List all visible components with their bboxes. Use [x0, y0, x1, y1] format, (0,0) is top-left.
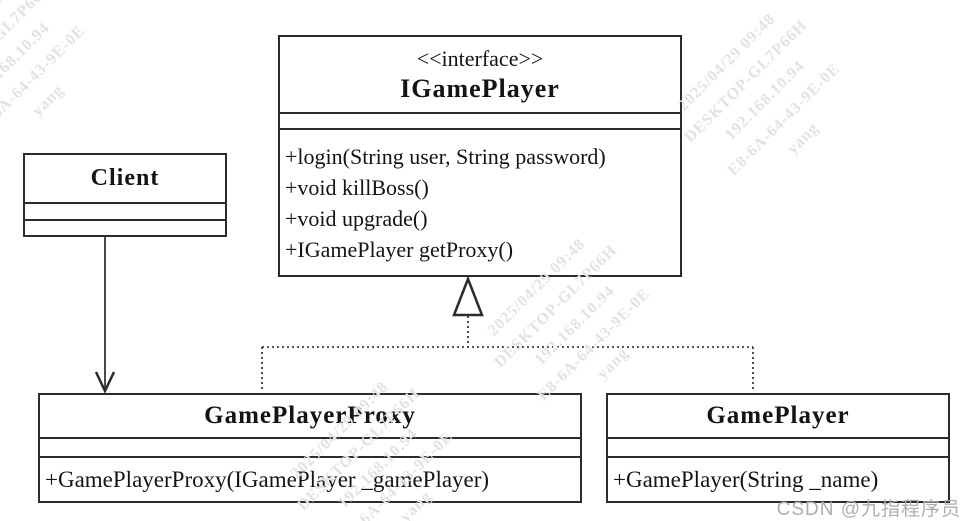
stereotype-label: <<interface>>: [416, 46, 544, 71]
attributes-compartment: [280, 114, 680, 130]
methods-compartment: +GamePlayer(String _name): [608, 458, 948, 500]
class-header: <<interface>> IGamePlayer: [280, 37, 680, 114]
class-name: IGamePlayer: [400, 74, 560, 103]
methods-compartment: +GamePlayerProxy(IGamePlayer _gamePlayer…: [40, 458, 580, 500]
method-label: +login(String user, String password): [285, 144, 606, 169]
method-label: +GamePlayerProxy(IGamePlayer _gamePlayer…: [45, 467, 490, 492]
association-arrow: [94, 237, 116, 394]
attributes-compartment: [608, 439, 948, 458]
class-name: GamePlayerProxy: [40, 395, 580, 439]
uml-class-client: Client: [23, 153, 227, 237]
method-label: +void killBoss(): [285, 175, 429, 200]
realization-triangle-icon: [452, 275, 484, 317]
attributes-compartment: [40, 439, 580, 458]
realization-dotted-lines: [261, 316, 754, 392]
method-label: +void upgrade(): [285, 206, 428, 231]
uml-class-gameplayer: GamePlayer +GamePlayer(String _name): [606, 393, 950, 503]
class-name: GamePlayer: [608, 395, 948, 439]
uml-class-gameplayerproxy: GamePlayerProxy +GamePlayerProxy(IGamePl…: [38, 393, 582, 503]
methods-compartment: +login(String user, String password) +vo…: [280, 130, 680, 265]
methods-compartment: [25, 221, 225, 235]
method-label: +IGamePlayer getProxy(): [285, 237, 514, 262]
method-label: +GamePlayer(String _name): [613, 467, 879, 492]
uml-class-igameplayer: <<interface>> IGamePlayer +login(String …: [278, 35, 682, 277]
attributes-compartment: [25, 204, 225, 221]
class-name: Client: [25, 155, 225, 204]
